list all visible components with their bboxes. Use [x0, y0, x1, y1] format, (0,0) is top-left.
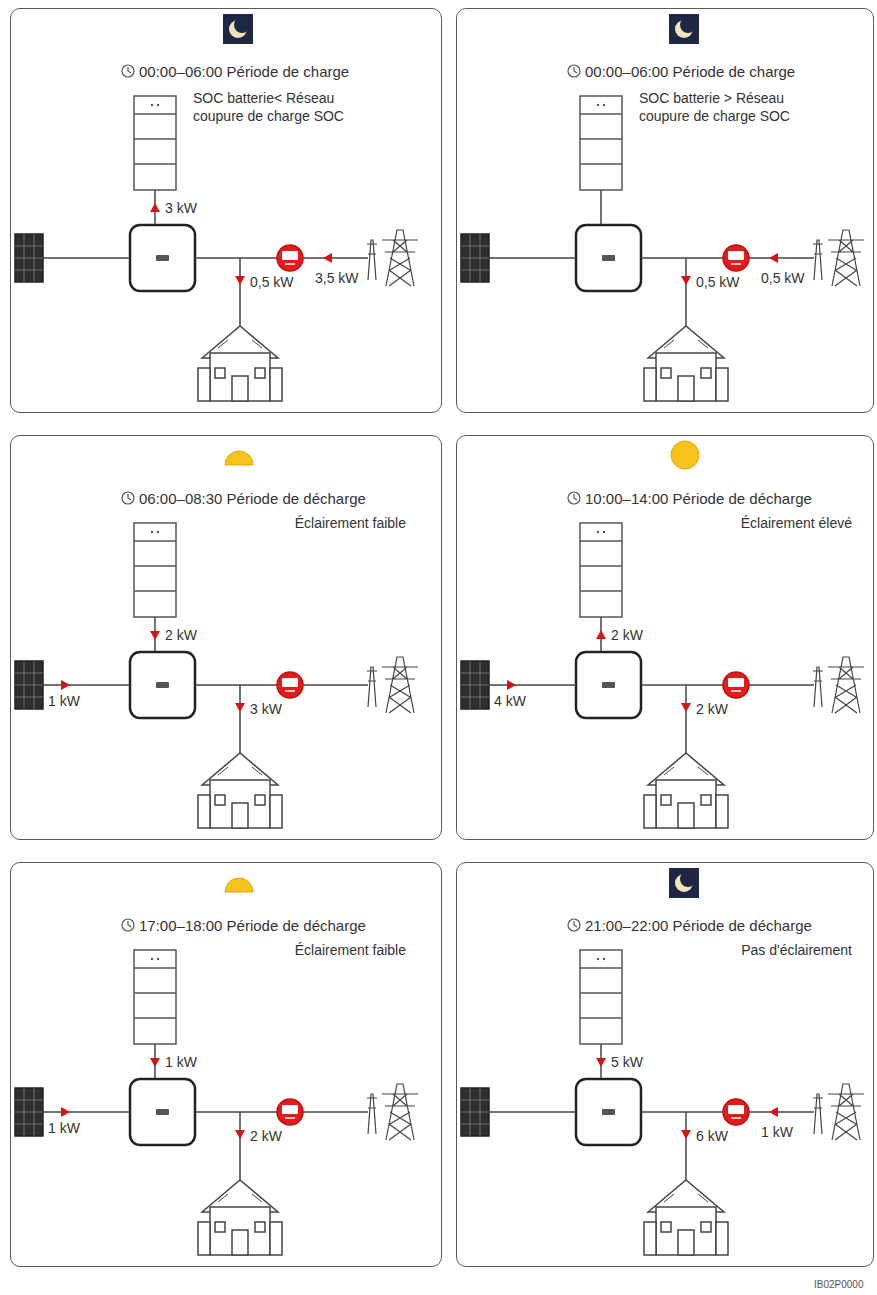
period-panel: 00:00–06:00 Période de chargeSOC batteri…	[10, 8, 442, 413]
period-panel: 21:00–22:00 Période de déchargePas d'écl…	[456, 862, 874, 1267]
condition-note: SOC batterie< Réseau coupure de charge S…	[193, 89, 363, 125]
condition-note: Éclairement faible	[191, 941, 406, 959]
power-value: 3,5 kW	[315, 270, 359, 286]
power-value: 4 kW	[494, 693, 526, 709]
power-value: 1 kW	[48, 693, 80, 709]
condition-note: Pas d'éclairement	[637, 941, 852, 959]
period-panel: 00:00–06:00 Période de chargeSOC batteri…	[456, 8, 874, 413]
power-value: 2 kW	[696, 701, 728, 717]
condition-note: SOC batterie > Réseau coupure de charge …	[639, 89, 809, 125]
power-value: 6 kW	[696, 1128, 728, 1144]
period-panel: 06:00–08:30 Période de déchargeÉclaireme…	[10, 435, 442, 840]
power-value: 3 kW	[165, 200, 197, 216]
power-value: 0,5 kW	[250, 274, 294, 290]
period-panel: 10:00–14:00 Période de déchargeÉclaireme…	[456, 435, 874, 840]
power-value: 2 kW	[165, 627, 197, 643]
period-heading: 21:00–22:00 Période de décharge	[585, 917, 812, 935]
period-heading: 06:00–08:30 Période de décharge	[139, 490, 366, 508]
condition-note: Éclairement faible	[191, 514, 406, 532]
power-value: 5 kW	[611, 1054, 643, 1070]
period-panel: 17:00–18:00 Période de déchargeÉclaireme…	[10, 862, 442, 1267]
power-value: 2 kW	[250, 1128, 282, 1144]
period-heading: 10:00–14:00 Période de décharge	[585, 490, 812, 508]
power-value: 1 kW	[48, 1120, 80, 1136]
power-value: 2 kW	[611, 627, 643, 643]
figure-code: IB02P0000	[814, 1277, 864, 1293]
period-heading: 17:00–18:00 Période de décharge	[139, 917, 366, 935]
power-value: 0,5 kW	[761, 270, 805, 286]
power-value: 0,5 kW	[696, 274, 740, 290]
power-value: 3 kW	[250, 701, 282, 717]
period-heading: 00:00–06:00 Période de charge	[139, 63, 349, 81]
period-heading: 00:00–06:00 Période de charge	[585, 63, 795, 81]
power-value: 1 kW	[165, 1054, 197, 1070]
condition-note: Éclairement élevé	[637, 514, 852, 532]
power-value: 1 kW	[761, 1124, 793, 1140]
